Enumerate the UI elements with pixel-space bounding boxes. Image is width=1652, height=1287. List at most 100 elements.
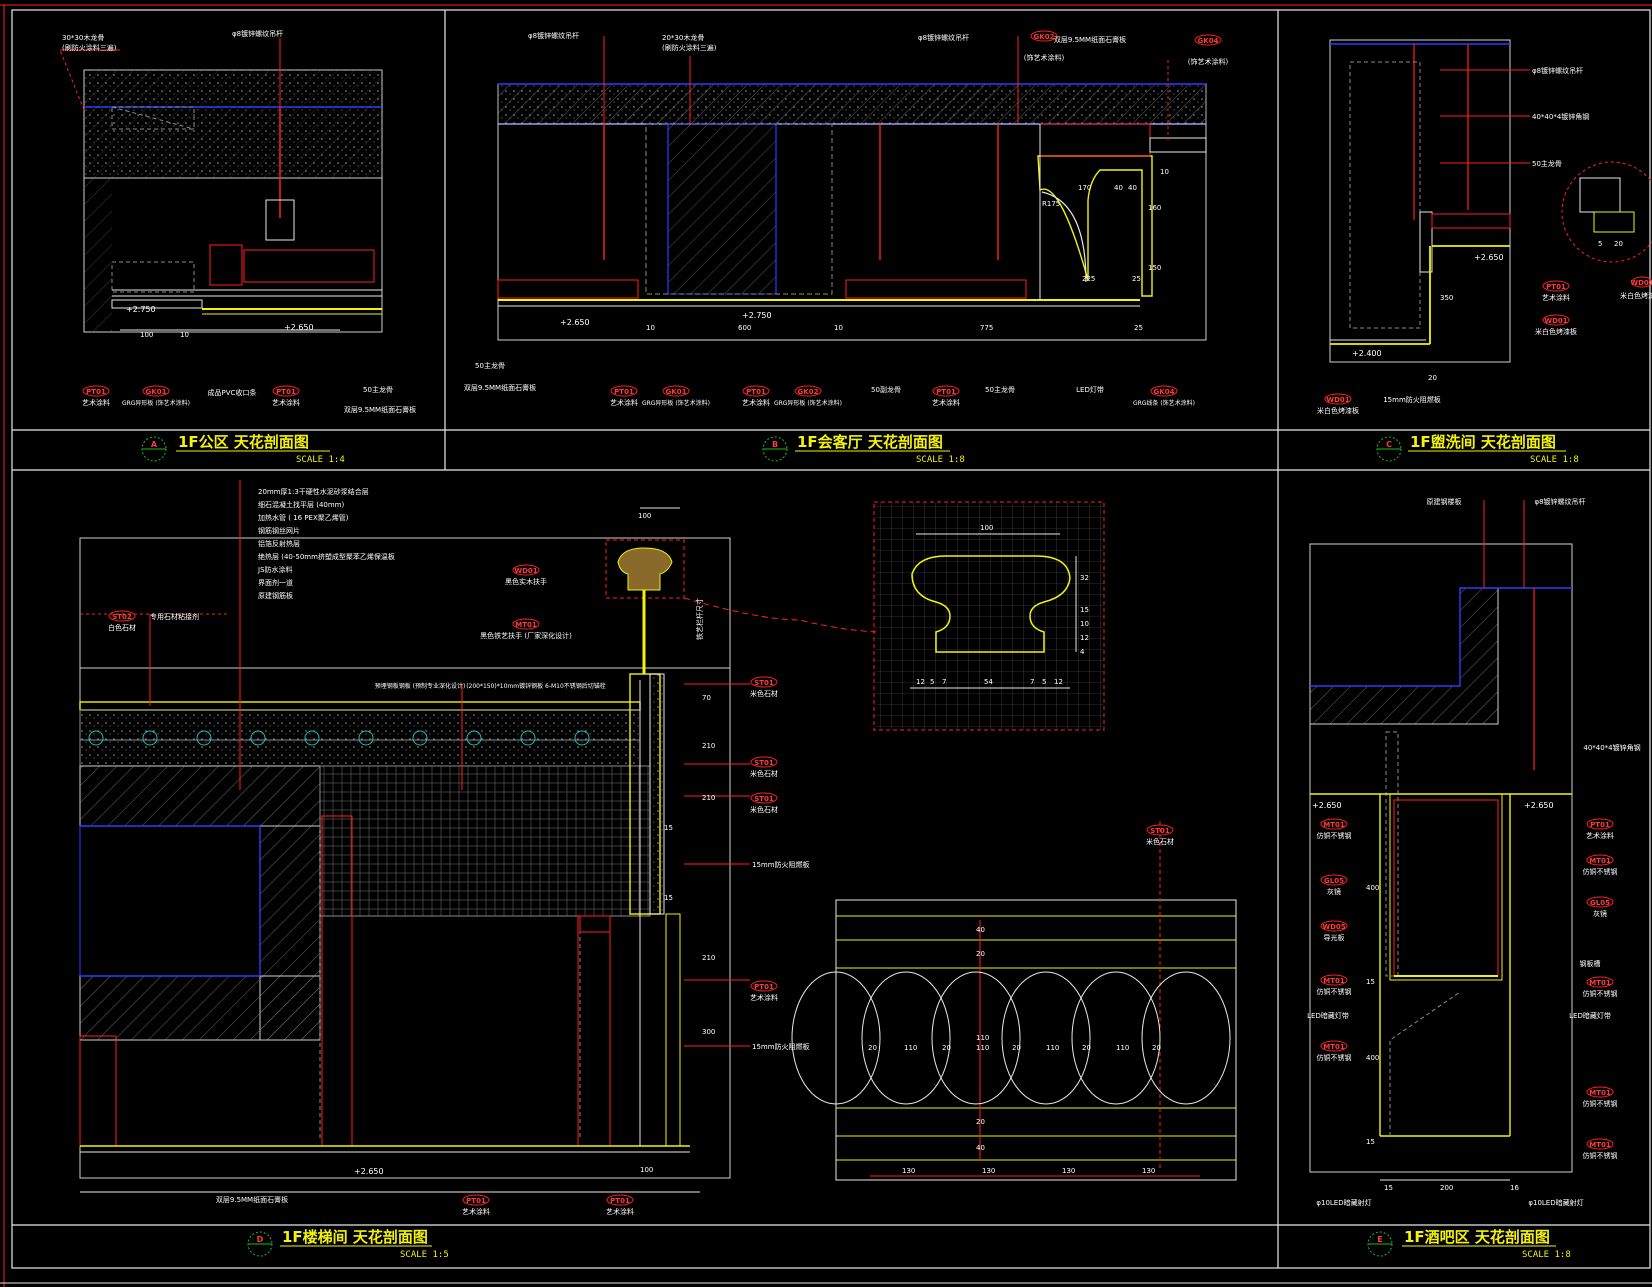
svg-text:GK04: GK04 (1154, 388, 1175, 396)
svg-text:PT01: PT01 (1546, 283, 1566, 291)
svg-text:ST01: ST01 (1150, 827, 1170, 835)
panel-e-title-block: E 1F酒吧区 天花剖面图 SCALE 1:8 (1367, 1228, 1571, 1260)
panel-d-dim-0: 100 (638, 512, 651, 520)
svg-text:米色石材: 米色石材 (750, 805, 778, 814)
detail-handrail-dim-10: 7 (1030, 678, 1034, 686)
panel-e-tag-9: GL05 灰镜 (1586, 896, 1614, 918)
panel-c-tag-2: WD01 米白色烤漆板 (1620, 276, 1652, 300)
svg-text:灰镜: 灰镜 (1593, 909, 1607, 918)
panel-e-dim-1: 15 (1366, 978, 1375, 986)
panel-b-tag-9: LED灯带 (1076, 385, 1104, 394)
panel-b-note-3: φ8镀锌螺纹吊杆 (918, 33, 969, 42)
panel-e-dim-2: 400 (1366, 1054, 1379, 1062)
panel-d-tag-1: 专用石材粘接剂 (150, 612, 199, 621)
panel-e-tag-4: MT01 仿铜不锈钢 (1317, 974, 1352, 996)
svg-text:艺术涂料: 艺术涂料 (932, 398, 960, 407)
svg-text:PT01: PT01 (466, 1197, 486, 1205)
detail-handrail-dim-8: 7 (942, 678, 946, 686)
svg-text:米色石材: 米色石材 (750, 769, 778, 778)
panel-b-marker: B (772, 440, 778, 449)
svg-text:米白色烤漆板: 米白色烤漆板 (1535, 327, 1577, 336)
panel-e-dim-4: 200 (1440, 1184, 1453, 1192)
panel-d-note-6: JS防水涂料 (257, 565, 293, 574)
panel-d-note-3: 钢筋钢丝网片 (258, 526, 300, 535)
panel-b-note-6: 双层9.5MM纸面石膏板 (1054, 35, 1126, 44)
detail-handrail-dim-11: 5 (1042, 678, 1046, 686)
svg-text:PT01: PT01 (754, 983, 774, 991)
panel-d-tag-4: 铁艺栏杆尺寸 (695, 598, 704, 640)
panel-b-dim-1: 40 (1114, 184, 1123, 192)
panel-b-note-2: (刷防火涂料三遍) (662, 43, 717, 52)
panel-d-dim-2: 70 (702, 694, 711, 702)
panel-b-tag-7: PT01 艺术涂料 (932, 385, 960, 407)
svg-text:WD01: WD01 (514, 567, 537, 575)
svg-text:ST02: ST02 (112, 613, 132, 621)
svg-text:MT01: MT01 (1323, 1043, 1345, 1051)
pipe-circle (358, 730, 374, 746)
panel-e-tag-1: MT01 仿铜不锈钢 (1317, 818, 1352, 840)
panel-e-section (1309, 500, 1573, 1181)
panel-e-elev-0: +2.650 (1312, 801, 1342, 810)
svg-text:仿铜不锈钢: 仿铜不锈钢 (1583, 1151, 1618, 1160)
panel-b-dim-4: 160 (1148, 204, 1161, 212)
panel-d-tag-10: 15mm防火阻燃板 (752, 860, 810, 869)
panel-b-dim-10: 600 (738, 324, 751, 332)
svg-text:GRG异形板 (饰艺术涂料): GRG异形板 (饰艺术涂料) (774, 399, 842, 407)
panel-d-scale: SCALE 1:5 (400, 1250, 449, 1260)
pipe-circle (250, 730, 266, 746)
panel-b-tag-2: PT01 艺术涂料 (610, 385, 638, 407)
panel-a-marker: A (151, 440, 158, 449)
svg-text:ST01: ST01 (754, 679, 774, 687)
panel-b-tag-0: 50主龙骨 (475, 361, 505, 370)
svg-text:黑色铁艺扶手 (厂家深化设计): 黑色铁艺扶手 (厂家深化设计) (480, 631, 572, 640)
pipe-circle (520, 730, 536, 746)
svg-text:MT01: MT01 (1323, 821, 1345, 829)
svg-text:仿铜不锈钢: 仿铜不锈钢 (1583, 989, 1618, 998)
detail-pattern-bdim-2: 130 (1062, 1167, 1075, 1175)
svg-text:仿铜不锈钢: 仿铜不锈钢 (1583, 1099, 1618, 1108)
pipe-circle (412, 730, 428, 746)
svg-text:仿铜不锈钢: 仿铜不锈钢 (1317, 987, 1352, 996)
panel-b-section (497, 36, 1207, 341)
panel-d-tag-8: ST01 米色石材 (750, 756, 778, 778)
panel-c-dim-3: 20 (1614, 240, 1623, 248)
pipe-circle (88, 730, 104, 746)
panel-d-tag-7: ST01 米色石材 (750, 676, 778, 698)
panel-d-tag-12: 15mm防火阻燃板 (752, 1042, 810, 1051)
panel-c-title-block: C 1F盥洗间 天花剖面图 SCALE 1:8 (1376, 433, 1579, 465)
panel-b-note-4: GK02 (1034, 33, 1055, 41)
svg-text:灰镜: 灰镜 (1327, 887, 1341, 896)
detail-pattern-hdim-1: 110 (904, 1044, 917, 1052)
svg-text:GK01: GK01 (146, 388, 167, 396)
svg-text:艺术涂料: 艺术涂料 (272, 398, 300, 407)
panel-e-tag-6: MT01 仿铜不锈钢 (1317, 1040, 1352, 1062)
svg-text:米白色烤漆板: 米白色烤漆板 (1317, 406, 1359, 415)
panel-d-dim-6: 15 (664, 894, 673, 902)
panel-d-tag-3: MT01 黑色铁艺扶手 (厂家深化设计) (480, 618, 572, 640)
svg-text:WD01: WD01 (1630, 279, 1652, 287)
pipe-circle (304, 730, 320, 746)
detail-pattern-tag: ST01 米色石材 (1146, 824, 1174, 846)
pattern-oval (1071, 971, 1161, 1105)
panel-a-dim-0: 100 (140, 331, 153, 339)
detail-pattern-bdim-1: 130 (982, 1167, 995, 1175)
panel-c-tag-3: 15mm防火阻燃板 (1383, 395, 1441, 404)
panel-a-elev-0: +2.750 (126, 305, 156, 314)
panel-c-note-0: φ8镀锌螺纹吊杆 (1532, 66, 1583, 75)
svg-text:MT01: MT01 (1589, 857, 1611, 865)
panel-d-note-5: 绝热层 (40-50mm挤塑成型聚苯乙烯保温板 (258, 552, 395, 561)
detail-pattern-vdim-2: 110 (976, 1034, 989, 1042)
panel-a-section (59, 38, 383, 333)
panel-a-tag-3: PT01 艺术涂料 (272, 385, 300, 407)
svg-text:艺术涂料: 艺术涂料 (82, 398, 110, 407)
panel-c-dim-2: 5 (1598, 240, 1602, 248)
panel-d-title-block: D 1F楼梯间 天花剖面图 SCALE 1:5 (247, 1228, 449, 1260)
svg-text:导光板: 导光板 (1324, 933, 1345, 942)
panel-d-tag-6: (200*150)*10mm镀锌钢板 6-M10不锈钢后切锚栓 (466, 682, 606, 690)
detail-pattern-vdim-3: 20 (976, 1118, 985, 1126)
detail-pattern-hdim-6: 20 (1082, 1044, 1091, 1052)
svg-text:GK01: GK01 (666, 388, 687, 396)
detail-pattern-hdim-3: 110 (976, 1044, 989, 1052)
panel-d-dim-1: 100 (640, 1166, 653, 1174)
